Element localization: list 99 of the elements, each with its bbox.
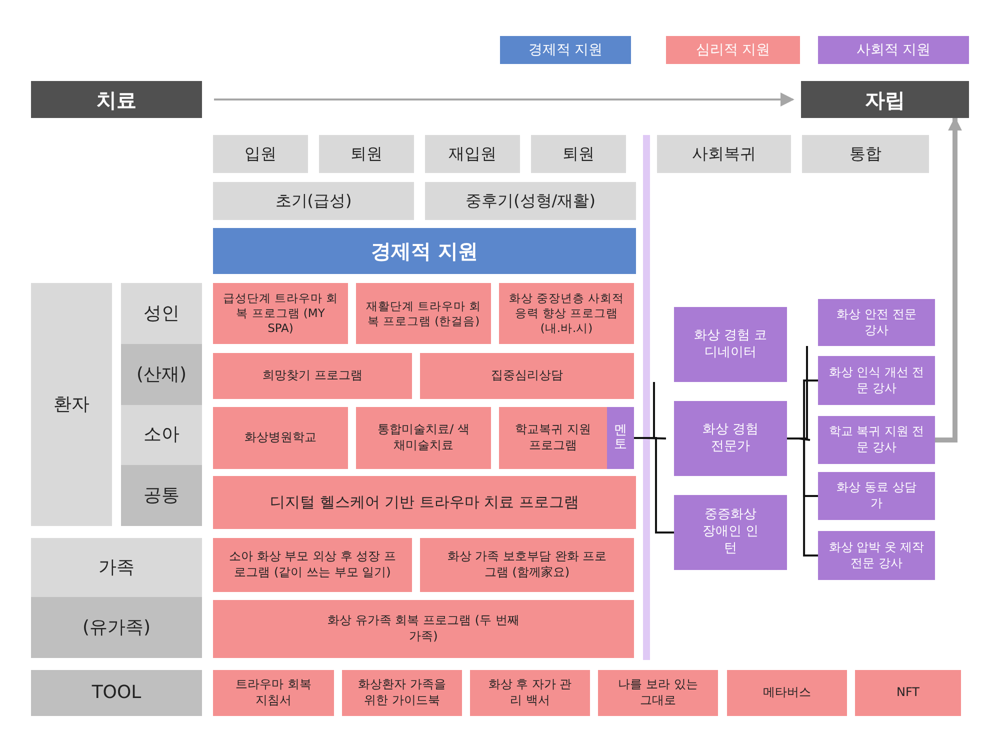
node-label: 퇴원 bbox=[562, 144, 594, 164]
node-label: 급성단계 트라우마 회복 프로그램 (MY SPA) bbox=[222, 291, 340, 336]
role-box bbox=[818, 356, 935, 405]
role-box bbox=[674, 307, 787, 382]
node-label: 사회복귀 bbox=[692, 144, 756, 164]
node-label: 재입원 bbox=[448, 144, 496, 164]
program-box bbox=[213, 600, 634, 658]
node-label: 학교복귀 지원 프로그램 bbox=[514, 422, 592, 454]
node-label: 치료 bbox=[96, 86, 136, 112]
program-box bbox=[213, 283, 348, 344]
node-label: 자립 bbox=[865, 86, 905, 112]
tool-box bbox=[598, 670, 718, 716]
phase-box bbox=[802, 135, 929, 173]
node-label: 집중심리상담 bbox=[491, 368, 563, 384]
connector-line bbox=[798, 438, 810, 441]
connector-line bbox=[787, 438, 818, 556]
node-label: 화상 경험 전문가 bbox=[701, 422, 760, 456]
node-label: 화상 안전 전문 강사 bbox=[836, 306, 916, 338]
arrow bbox=[935, 116, 962, 442]
node-label: 화상 후 자가 관리 백서 bbox=[487, 677, 573, 709]
phase-box bbox=[531, 135, 626, 173]
node-label: 퇴원 bbox=[350, 144, 382, 164]
node-label: 공통 bbox=[144, 484, 180, 508]
mentor-box bbox=[607, 407, 634, 469]
node-label: 중후기(성형/재활) bbox=[466, 190, 596, 212]
phase-box bbox=[657, 135, 791, 173]
program-box bbox=[499, 407, 607, 469]
node-label: 화상병원학교 bbox=[244, 430, 316, 446]
legend-label: 경제적 지원 bbox=[528, 41, 603, 59]
program-box bbox=[213, 476, 636, 529]
program-box bbox=[213, 407, 348, 469]
group-label-box bbox=[121, 344, 202, 405]
node-label: 화상 동료 상담가 bbox=[836, 480, 916, 512]
node-label: (유가족) bbox=[82, 616, 151, 640]
role-box bbox=[818, 472, 935, 520]
node-label: 화상 경험 코디네이터 bbox=[692, 328, 768, 362]
role-box bbox=[674, 495, 787, 570]
role-box bbox=[674, 401, 787, 476]
node-label: 화상 중장년층 사회적응력 향상 프로그램 (내.바.시) bbox=[508, 291, 626, 336]
tool-box bbox=[855, 670, 961, 716]
node-label: (산재) bbox=[136, 362, 187, 386]
node-label: 화상환자 가족을 위한 가이드북 bbox=[357, 677, 447, 709]
tool-box bbox=[470, 670, 590, 716]
tool-box bbox=[342, 670, 462, 716]
node-label: 재활단계 트라우마 회복 프로그램 (한걸음) bbox=[364, 298, 482, 328]
phase-box bbox=[213, 135, 308, 173]
node-label: 환자 bbox=[54, 392, 90, 416]
node-label: 통합미술치료/ 색채미술치료 bbox=[376, 422, 470, 454]
period-box bbox=[425, 182, 636, 220]
period-box bbox=[213, 182, 414, 220]
node-label: 희망찾기 프로그램 bbox=[262, 368, 362, 384]
tool-box bbox=[727, 670, 847, 716]
node-label: 트라우마 회복 지침서 bbox=[234, 677, 312, 709]
node-label: NFT bbox=[896, 685, 920, 701]
program-box bbox=[499, 283, 634, 344]
phase-box bbox=[319, 135, 414, 173]
stage-header bbox=[801, 81, 969, 118]
stage-header bbox=[31, 81, 202, 118]
program-box bbox=[356, 283, 491, 344]
node-label: TOOL bbox=[92, 681, 142, 705]
node-label: 입원 bbox=[244, 144, 276, 164]
support-band bbox=[213, 228, 636, 274]
group-label-box bbox=[31, 538, 202, 597]
role-box bbox=[818, 416, 935, 464]
node-label: 메타버스 bbox=[763, 685, 811, 701]
node-label: 화상 유가족 회복 프로그램 (두 번째 가족) bbox=[326, 613, 520, 645]
program-box bbox=[213, 353, 412, 399]
node-label: 학교 복귀 지원 전문 강사 bbox=[828, 424, 926, 456]
group-label-box bbox=[121, 283, 202, 344]
node-label: 성인 bbox=[144, 302, 180, 326]
group-label-box bbox=[31, 597, 202, 658]
node-label: 중증화상 장애인 인턴 bbox=[701, 507, 760, 558]
legend-label: 사회적 지원 bbox=[856, 41, 931, 59]
node-label: 통합 bbox=[850, 144, 882, 164]
node-label: 화상 압박 옷 제작 전문 강사 bbox=[828, 540, 926, 572]
node-label: 디지털 헬스케어 기반 트라우마 치료 프로그램 bbox=[270, 492, 579, 512]
node-label: 가족 bbox=[98, 556, 134, 580]
tool-box bbox=[213, 670, 334, 716]
node-label: 경제적 지원 bbox=[371, 238, 478, 264]
program-box bbox=[356, 407, 491, 469]
node-label: 소아 화상 부모 외상 후 성장 프로그램 (같이 쓰는 부모 일기) bbox=[228, 549, 397, 581]
node-label: 나를 보라 있는 그대로 bbox=[618, 677, 698, 709]
group-label-box bbox=[31, 283, 112, 526]
role-box bbox=[818, 299, 935, 346]
legend-label: 심리적 지원 bbox=[696, 41, 770, 59]
role-box bbox=[818, 531, 935, 580]
node-label: 소아 bbox=[144, 423, 180, 447]
phase-box bbox=[425, 135, 520, 173]
program-box bbox=[420, 538, 634, 592]
group-label-box bbox=[31, 670, 202, 716]
program-box bbox=[420, 353, 634, 399]
node-label: 화상 인식 개선 전문 강사 bbox=[828, 364, 926, 396]
program-box bbox=[213, 538, 412, 592]
node-label: 초기(급성) bbox=[275, 190, 352, 212]
node-label: 멘토 bbox=[614, 424, 627, 452]
arrow bbox=[214, 92, 794, 106]
group-label-box bbox=[121, 465, 202, 526]
group-label-box bbox=[121, 405, 202, 465]
node-label: 화상 가족 보호부담 완화 프로그램 (함께家요) bbox=[446, 549, 608, 581]
